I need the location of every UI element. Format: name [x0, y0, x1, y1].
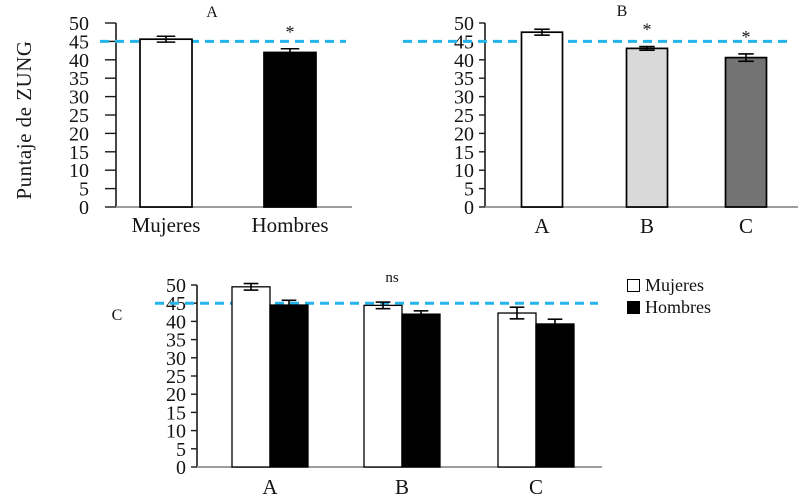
- svg-text:35: 35: [166, 330, 186, 352]
- svg-text:A: A: [534, 214, 550, 238]
- legend-label-mujeres: Mujeres: [645, 274, 704, 295]
- svg-text:C: C: [739, 214, 753, 238]
- svg-text:A: A: [262, 475, 278, 499]
- hombres-swatch-icon: [627, 300, 640, 314]
- svg-text:10: 10: [166, 421, 186, 443]
- svg-text:C: C: [112, 307, 123, 324]
- svg-text:40: 40: [454, 50, 474, 72]
- svg-text:ns: ns: [385, 270, 399, 286]
- svg-text:20: 20: [166, 384, 186, 406]
- svg-text:15: 15: [454, 142, 474, 164]
- svg-text:20: 20: [69, 123, 89, 145]
- svg-text:40: 40: [166, 311, 186, 333]
- svg-text:0: 0: [464, 197, 474, 219]
- svg-text:15: 15: [69, 142, 89, 164]
- svg-text:5: 5: [79, 179, 89, 201]
- svg-text:5: 5: [464, 179, 474, 201]
- svg-text:Mujeres: Mujeres: [132, 213, 201, 237]
- svg-text:35: 35: [454, 68, 474, 90]
- svg-text:40: 40: [69, 50, 89, 72]
- svg-text:25: 25: [69, 105, 89, 127]
- svg-text:30: 30: [69, 87, 89, 109]
- svg-text:25: 25: [454, 105, 474, 127]
- svg-text:30: 30: [454, 87, 474, 109]
- svg-text:10: 10: [454, 160, 474, 182]
- svg-text:15: 15: [166, 402, 186, 424]
- svg-text:B: B: [640, 214, 654, 238]
- svg-text:0: 0: [79, 197, 89, 219]
- svg-text:Hombres: Hombres: [252, 213, 329, 237]
- svg-text:C: C: [529, 475, 543, 499]
- legend-item-hombres: Hombres: [627, 296, 711, 318]
- svg-text:45: 45: [69, 31, 89, 53]
- svg-text:50: 50: [166, 275, 186, 297]
- svg-text:10: 10: [69, 160, 89, 182]
- svg-text:0: 0: [176, 457, 186, 479]
- legend: Mujeres Hombres: [627, 274, 711, 318]
- mujeres-swatch-icon: [627, 278, 640, 292]
- svg-text:B: B: [395, 475, 409, 499]
- svg-text:*: *: [742, 27, 751, 47]
- legend-item-mujeres: Mujeres: [627, 274, 711, 296]
- svg-text:30: 30: [166, 348, 186, 370]
- svg-text:50: 50: [69, 13, 89, 35]
- svg-text:35: 35: [69, 68, 89, 90]
- svg-text:50: 50: [454, 13, 474, 35]
- svg-text:*: *: [286, 22, 295, 42]
- svg-text:25: 25: [166, 366, 186, 388]
- svg-text:B: B: [617, 3, 628, 20]
- svg-text:A: A: [206, 4, 218, 21]
- panel-c-chart: 05101520253035404550ABCCns: [112, 270, 602, 499]
- svg-text:*: *: [643, 20, 652, 40]
- svg-text:5: 5: [176, 439, 186, 461]
- svg-text:20: 20: [454, 123, 474, 145]
- legend-label-hombres: Hombres: [645, 296, 711, 317]
